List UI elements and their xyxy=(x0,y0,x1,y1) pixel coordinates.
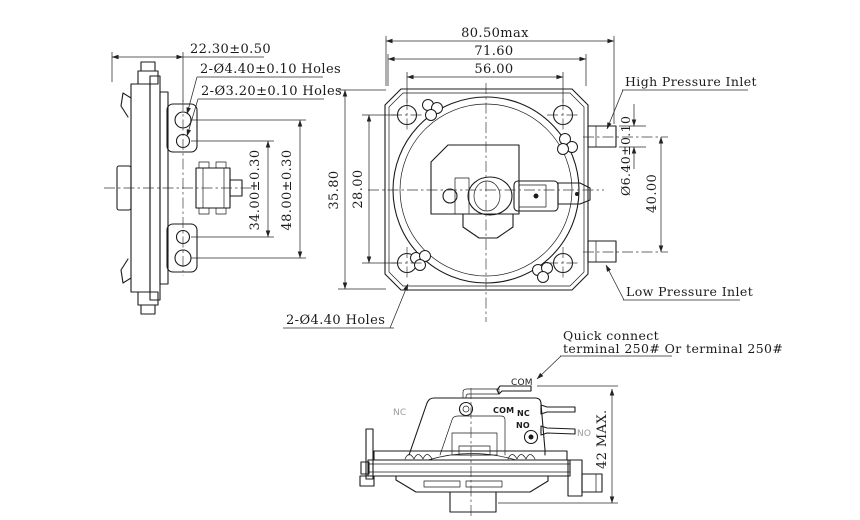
label-low-pressure-inlet: Low Pressure Inlet xyxy=(626,284,753,299)
dim-port-pitch: 40.00 xyxy=(645,174,660,213)
front-body-outline xyxy=(384,88,589,291)
hole-crosshairs xyxy=(391,99,668,279)
dim-holes-320-side: 2-Ø3.20±0.10 Holes xyxy=(201,84,342,99)
dim-mount-holes-front: 2-Ø4.40 Holes xyxy=(286,313,385,328)
elevation-view xyxy=(359,385,603,517)
dim-hole-span-48: 48.00±0.30 xyxy=(280,149,295,230)
no-terminal xyxy=(540,425,576,436)
dim-bracket-offset: 22.30±0.50 xyxy=(190,42,271,57)
top-clip xyxy=(120,92,132,118)
high-pressure-port xyxy=(587,125,617,148)
label-com-body: COM xyxy=(493,406,514,415)
dim-body-width: 71.60 xyxy=(474,44,513,59)
dim-port-diameter: Ø6.40±0.10 xyxy=(618,116,633,196)
top-mounting-bracket xyxy=(166,103,198,153)
dim-overall-width: 80.50max xyxy=(461,26,529,41)
label-high-pressure-inlet: High Pressure Inlet xyxy=(625,74,757,89)
label-no-body: NO xyxy=(516,421,530,430)
switch-pivot xyxy=(523,429,539,445)
label-nc-left: NC xyxy=(393,408,406,418)
bottom-mounting-bracket xyxy=(166,223,198,273)
dim-hole-pitch-v: 28.00 xyxy=(351,169,366,208)
left-bracket-edge xyxy=(365,428,374,480)
label-quick-connect-2: terminal 250# Or terminal 250# xyxy=(563,341,783,356)
bottom-port xyxy=(449,491,497,513)
elevation-port xyxy=(581,473,603,493)
label-com-terminal: COM xyxy=(511,378,533,388)
bottom-clip xyxy=(120,258,132,284)
front-view xyxy=(368,83,668,322)
label-no-right: NO xyxy=(577,429,591,439)
dim-holes-440-side: 2-Ø4.40±0.10 Holes xyxy=(200,62,341,77)
front-switch-mechanism xyxy=(430,144,591,239)
label-nc-body: NC xyxy=(517,409,530,418)
low-pressure-port xyxy=(587,240,617,263)
front-view-dimensions: 80.50max 71.60 56.00 35.80 28.00 Ø6.40±0… xyxy=(283,26,757,329)
label-quick-connect-1: Quick connect xyxy=(563,328,659,343)
nc-terminal xyxy=(540,404,576,415)
clover-cutouts xyxy=(410,99,578,283)
microswitch-body xyxy=(408,397,546,456)
dim-hole-span-34: 34.00±0.30 xyxy=(248,149,263,230)
elevation-dimensions: 42 MAX. Quick connect terminal 250# Or t… xyxy=(393,328,783,504)
dim-overall-height: 42 MAX. xyxy=(595,409,610,469)
dim-hole-pitch-h: 56.00 xyxy=(474,62,513,77)
switch-screw xyxy=(458,401,474,417)
side-view-dimensions: 22.30±0.50 2-Ø4.40±0.10 Holes 2-Ø3.20±0.… xyxy=(111,42,342,259)
side-view xyxy=(104,61,252,315)
dim-body-height: 35.80 xyxy=(327,170,342,209)
mounting-plate xyxy=(367,459,571,477)
